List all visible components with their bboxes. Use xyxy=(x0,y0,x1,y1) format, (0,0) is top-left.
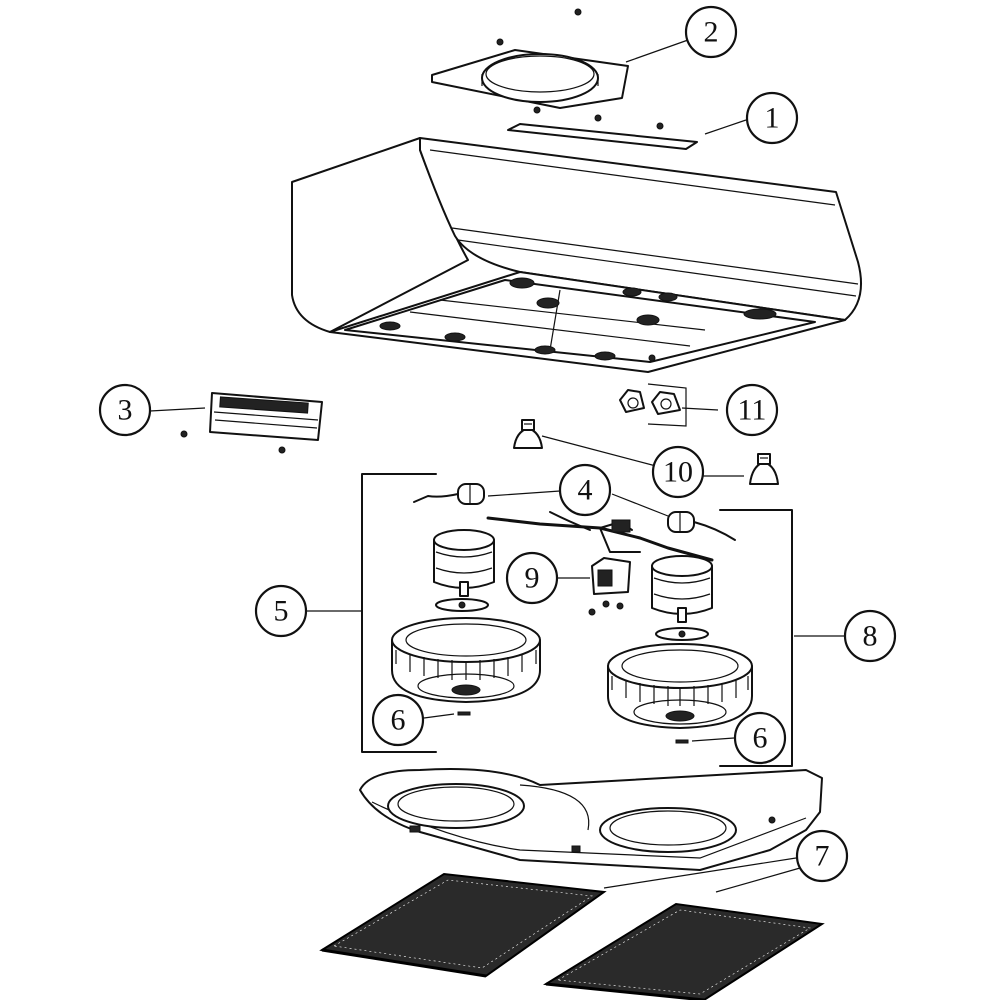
bracket-group-8 xyxy=(719,509,793,767)
callout-4: 4 xyxy=(558,463,612,517)
callout-1: 1 xyxy=(745,91,799,145)
svg-text:11: 11 xyxy=(738,394,767,427)
svg-text:9: 9 xyxy=(525,562,540,595)
callout-8: 8 xyxy=(843,609,897,663)
grease-filter-left xyxy=(319,872,607,978)
svg-text:8: 8 xyxy=(863,620,878,653)
nut-right xyxy=(675,739,689,744)
mount-plate-left xyxy=(435,598,489,612)
svg-text:5: 5 xyxy=(274,595,289,628)
svg-text:6: 6 xyxy=(753,722,768,755)
motor-right xyxy=(651,555,713,623)
callout-6-right: 6 xyxy=(733,711,787,765)
callout-2: 2 xyxy=(684,5,738,59)
blower-housing-plate xyxy=(359,768,823,871)
motor-left xyxy=(433,529,495,597)
callout-5: 5 xyxy=(254,584,308,638)
light-bulb-left xyxy=(513,419,543,449)
callout-10: 10 xyxy=(651,445,705,499)
svg-text:2: 2 xyxy=(704,16,719,49)
leader-lines xyxy=(149,39,844,893)
nut-left xyxy=(457,711,471,716)
range-hood-body xyxy=(291,137,862,373)
svg-text:4: 4 xyxy=(578,474,593,507)
mounting-bracket xyxy=(507,106,698,150)
lamp-sockets xyxy=(619,383,687,427)
callout-3: 3 xyxy=(98,383,152,437)
capacitor-right xyxy=(667,511,736,541)
callout-11: 11 xyxy=(725,383,779,437)
callout-6-left: 6 xyxy=(371,693,425,747)
svg-text:10: 10 xyxy=(663,456,693,489)
duct-collar-plate xyxy=(431,8,629,109)
bracket-group-5 xyxy=(361,473,437,753)
callout-7: 7 xyxy=(795,829,849,883)
svg-text:3: 3 xyxy=(118,394,133,427)
junction-box xyxy=(588,557,631,616)
control-panel xyxy=(180,392,323,454)
svg-text:1: 1 xyxy=(765,102,780,135)
wiring-harness xyxy=(486,511,714,562)
blower-wheel-left xyxy=(391,617,541,703)
callout-9: 9 xyxy=(505,551,559,605)
svg-text:7: 7 xyxy=(815,840,830,873)
svg-text:6: 6 xyxy=(391,704,406,737)
light-bulb-right xyxy=(749,453,779,485)
mount-plate-right xyxy=(655,627,709,641)
blower-wheel-right xyxy=(607,643,753,729)
capacitor-left xyxy=(413,483,485,505)
grease-filter-right xyxy=(542,902,825,1000)
